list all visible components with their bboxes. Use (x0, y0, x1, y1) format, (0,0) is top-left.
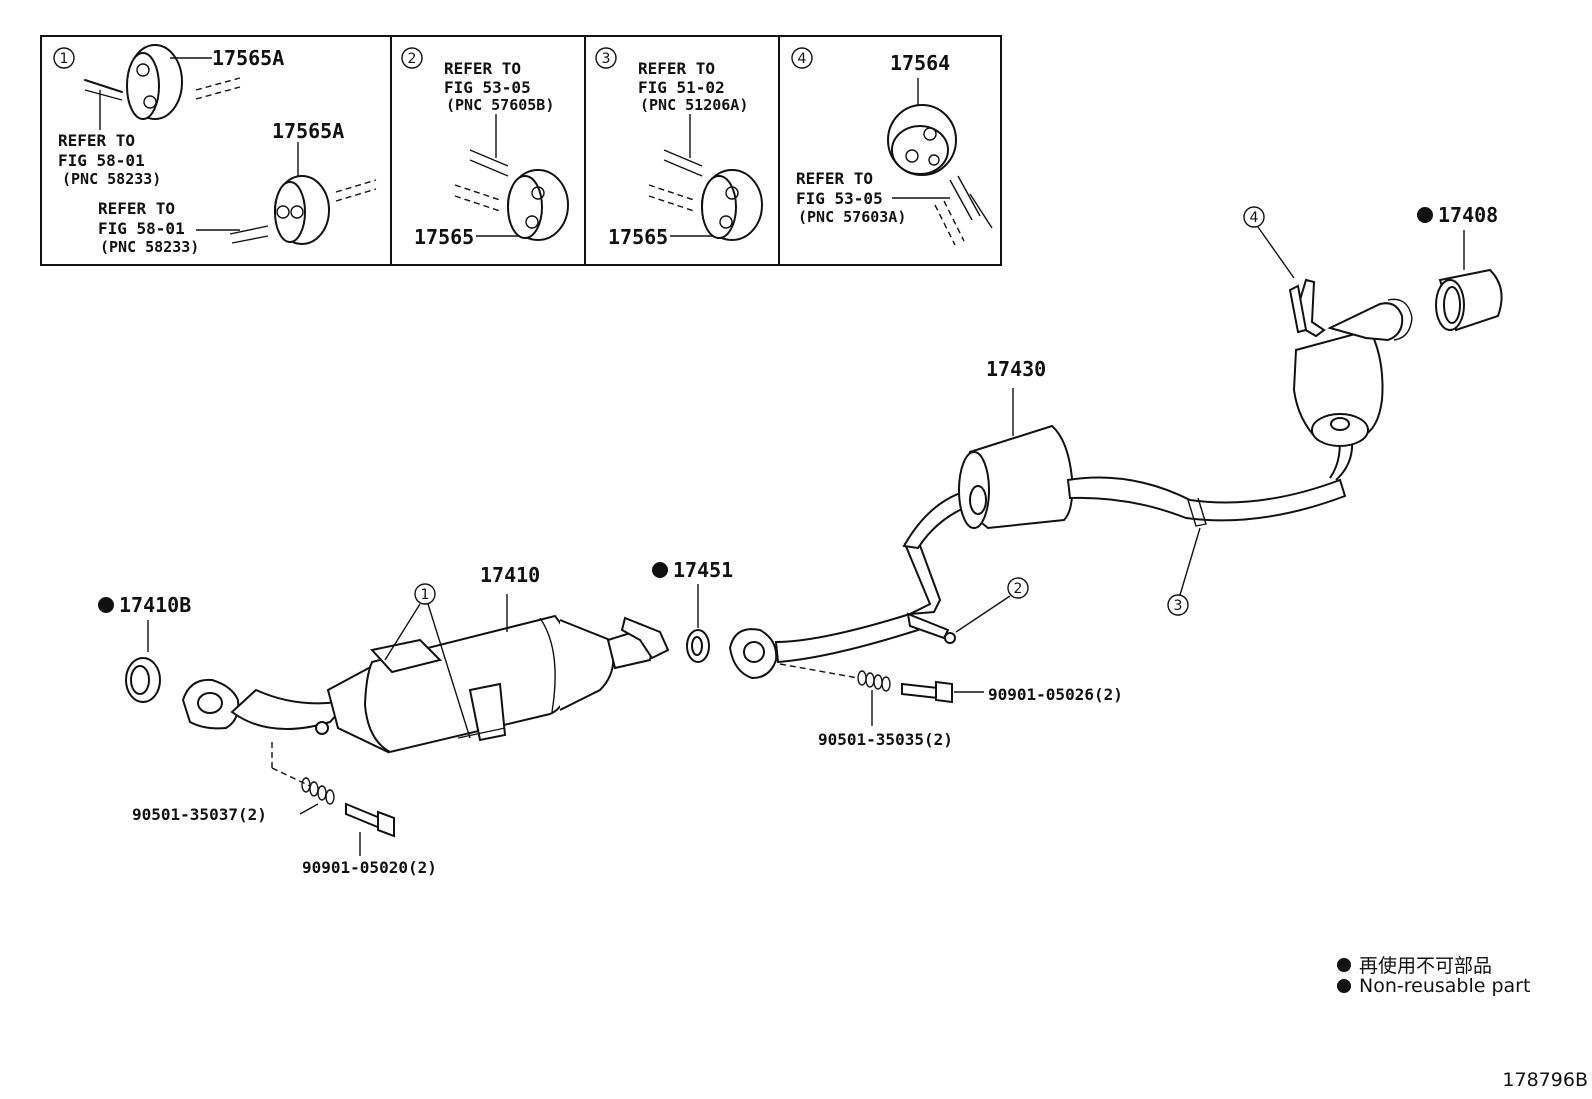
part-label-17410b: 17410B (119, 593, 191, 617)
panel-marker-2-text: 2 (408, 51, 417, 67)
inset-panel-3: 3 REFER TO FIG 51-02 (PNC 51206A) 17565 (595, 47, 763, 249)
center-gasket: 17451 (652, 558, 733, 663)
part-label-17565a-bottom: 17565A (272, 119, 344, 143)
part-label-17565a-top: 17565A (212, 46, 284, 70)
part-label-90901-05026: 90901-05026(2) (988, 685, 1123, 704)
callout-1-circle (414, 583, 436, 605)
non-reusable-dot-icon (1337, 979, 1351, 993)
fig-ref-label: FIG 53-05 (796, 189, 883, 208)
non-reusable-dot-icon (652, 562, 668, 578)
part-label-17451: 17451 (673, 558, 733, 582)
tail-tip: 17408 (1417, 203, 1503, 332)
inset-frame (40, 35, 1002, 266)
part-label-17565-p2: 17565 (414, 225, 474, 249)
fig-ref-label: FIG 51-02 (638, 78, 725, 97)
refer-to-label: REFER TO (98, 199, 175, 218)
fig-ref-label: FIG 53-05 (444, 78, 531, 97)
pnc-ref-label: (PNC 51206A) (640, 96, 748, 114)
center-bolt-set: 90901-05026(2) 90501-35035(2) (779, 663, 1123, 749)
callout-4: 4 (1250, 210, 1259, 226)
part-label-90501-35037: 90501-35037(2) (132, 805, 267, 824)
part-label-90501-35035: 90501-35035(2) (818, 730, 953, 749)
fig-ref-label: FIG 58-01 (58, 151, 145, 170)
figure-id: 178796B (1502, 1069, 1588, 1091)
callout-2-circle (1007, 577, 1029, 599)
part-label-17565-p3: 17565 (608, 225, 668, 249)
rubber-hanger-icon (887, 104, 957, 176)
panel-marker-4 (791, 47, 813, 69)
front-bolt-set: 90501-35037(2) 90901-05020(2) (132, 742, 437, 877)
catalytic-converter: 17410 1 (181, 563, 670, 754)
legend-japanese: 再使用不可部品 (1337, 951, 1492, 978)
center-pipe: 17430 2 3 (728, 357, 1354, 680)
panel-marker-3-text: 3 (602, 51, 611, 67)
inset-panel-1: 1 17565A REFER TO FIG 58-01 (PNC 58233) … (53, 44, 377, 256)
panel-marker-1 (53, 47, 75, 69)
inset-panel-2: 2 REFER TO FIG 53-05 (PNC 57605B) 17565 (401, 47, 569, 249)
callout-4-circle (1243, 206, 1265, 228)
pnc-ref-label: (PNC 58233) (62, 170, 161, 188)
panel-marker-1-text: 1 (60, 51, 69, 67)
front-gasket: 17410B (98, 593, 191, 703)
panel-marker-3 (595, 47, 617, 69)
part-label-17408: 17408 (1438, 203, 1498, 227)
refer-to-label: REFER TO (638, 59, 715, 78)
non-reusable-dot-icon (1337, 957, 1351, 972)
non-reusable-dot-icon (98, 597, 114, 613)
pnc-ref-label: (PNC 57603A) (798, 208, 906, 226)
refer-to-label: REFER TO (796, 169, 873, 188)
non-reusable-dot-icon (1417, 207, 1433, 223)
part-label-90901-05020: 90901-05020(2) (302, 858, 437, 877)
rubber-hanger-icon (507, 169, 569, 241)
rubber-hanger-icon (274, 175, 330, 245)
callout-2: 2 (1014, 581, 1023, 597)
part-label-17410: 17410 (480, 563, 540, 587)
panel-marker-2 (401, 47, 423, 69)
legend-english: Non-reusable part (1337, 975, 1530, 997)
callout-3-circle (1167, 594, 1189, 616)
callout-1: 1 (421, 587, 430, 603)
part-label-17430: 17430 (986, 357, 1046, 381)
rubber-hanger-icon (126, 44, 183, 120)
legend-english-text: Non-reusable part (1359, 975, 1531, 997)
part-label-17564: 17564 (890, 51, 950, 75)
refer-to-label: REFER TO (444, 59, 521, 78)
rubber-hanger-icon (701, 169, 763, 241)
panel-marker-4-text: 4 (798, 51, 807, 67)
inset-panel-4: 4 17564 REFER TO FIG 53-05 (PNC 57603A) (791, 47, 993, 246)
legend-japanese-text: 再使用不可部品 (1359, 955, 1493, 977)
fig-ref-label: FIG 58-01 (98, 219, 185, 238)
callout-3: 3 (1174, 598, 1183, 614)
tail-pipe: 4 (1243, 206, 1413, 447)
pnc-ref-label: (PNC 57605B) (446, 96, 554, 114)
pnc-ref-label: (PNC 58233) (100, 238, 199, 256)
refer-to-label: REFER TO (58, 131, 135, 150)
